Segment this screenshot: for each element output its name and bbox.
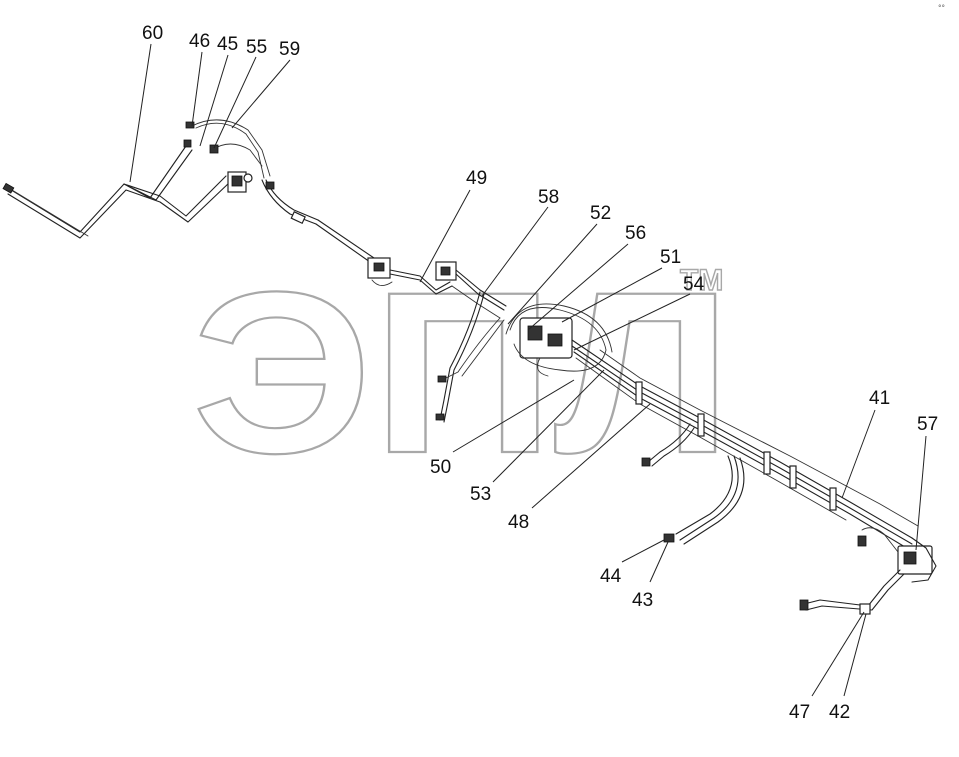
callout-57: 57 bbox=[917, 414, 938, 435]
callout-46: 46 bbox=[189, 31, 210, 52]
callout-56: 56 bbox=[625, 223, 646, 244]
callout-44: 44 bbox=[600, 566, 622, 587]
callout-47: 47 bbox=[789, 702, 810, 723]
corner-mark: °° bbox=[938, 4, 945, 12]
callout-49: 49 bbox=[466, 168, 487, 189]
callout-41: 41 bbox=[869, 388, 890, 409]
leader-lines bbox=[129, 43, 927, 697]
callout-53: 53 bbox=[470, 484, 491, 505]
watermark-tm: TM bbox=[680, 264, 723, 297]
trunk-clamps bbox=[635, 381, 837, 511]
callout-labels: 60 46 45 55 59 49 58 52 56 51 54 50 53 4… bbox=[142, 23, 938, 723]
callout-50: 50 bbox=[430, 457, 451, 478]
callout-43: 43 bbox=[632, 590, 653, 611]
callout-42: 42 bbox=[829, 702, 850, 723]
pipe-assembly bbox=[2, 119, 937, 615]
callout-60: 60 bbox=[142, 23, 163, 44]
callout-48: 48 bbox=[508, 512, 529, 533]
callout-54: 54 bbox=[683, 274, 705, 295]
watermark-brand: ЭПЛ bbox=[192, 244, 732, 501]
callout-55: 55 bbox=[246, 37, 267, 58]
callout-51: 51 bbox=[660, 247, 681, 268]
callout-58: 58 bbox=[538, 187, 559, 208]
watermark: ЭПЛ TM bbox=[191, 243, 733, 502]
callout-52: 52 bbox=[590, 203, 611, 224]
callout-45: 45 bbox=[217, 34, 238, 55]
callout-59: 59 bbox=[279, 39, 300, 60]
